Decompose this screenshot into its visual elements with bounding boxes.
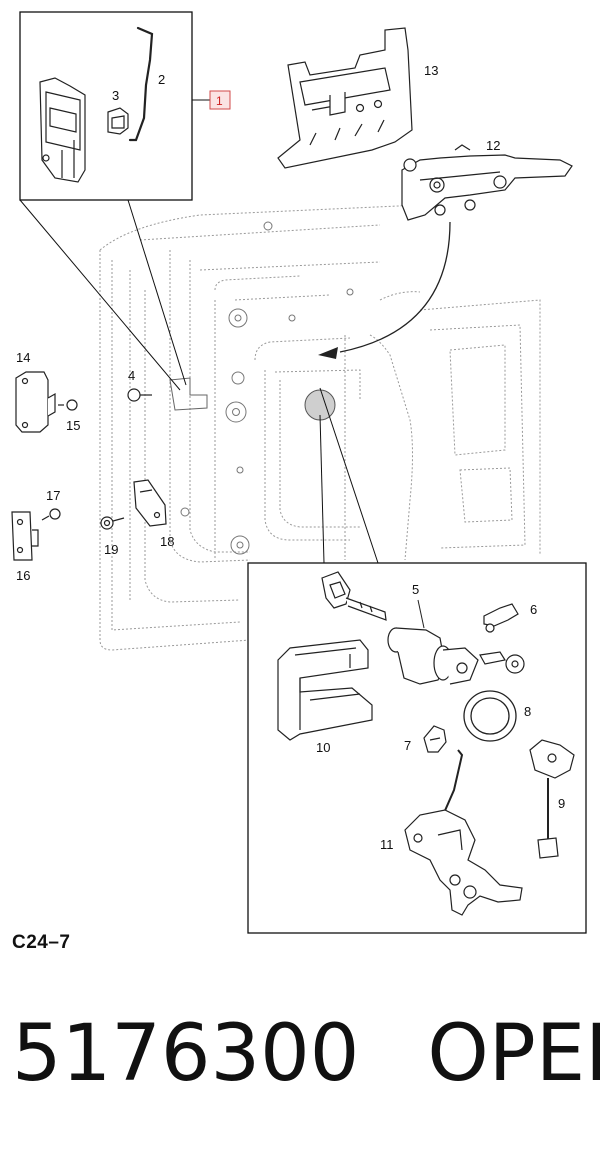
key-part xyxy=(321,571,387,621)
bracket-plate-part-13 xyxy=(277,27,413,169)
part-number: 5176300 xyxy=(12,1009,360,1099)
hinge-plate-part-16 xyxy=(11,511,39,561)
cylinder-housing-part-10 xyxy=(277,639,373,741)
callout-6: 6 xyxy=(530,602,537,617)
callout-14: 14 xyxy=(16,350,30,365)
brand-name: OPEL xyxy=(427,1009,600,1099)
bolt-part-19 xyxy=(100,516,125,530)
rod-part-2 xyxy=(128,26,154,142)
curved-arrow xyxy=(318,221,451,359)
rod-part-9 xyxy=(529,739,575,859)
bolt-part-17 xyxy=(41,508,61,521)
callout-18: 18 xyxy=(160,534,174,549)
lock-mechanism-part-11 xyxy=(404,749,523,916)
clip-part-3 xyxy=(107,107,129,135)
detail-box-latch xyxy=(19,11,210,391)
bolt-part-15 xyxy=(58,399,78,411)
clip-part-7 xyxy=(423,725,447,753)
callout-8: 8 xyxy=(524,704,531,719)
callout-12: 12 xyxy=(486,138,500,153)
screw-part-4 xyxy=(127,388,152,402)
door-latch-part xyxy=(39,77,86,183)
lever-part-6 xyxy=(483,603,519,633)
bracket-part-18 xyxy=(133,479,167,527)
callout-7: 7 xyxy=(404,738,411,753)
lever-mechanism-part-12 xyxy=(401,144,573,221)
callout-1: 1 xyxy=(216,94,223,108)
callout-1-box: 1 xyxy=(209,90,231,110)
callout-13: 13 xyxy=(424,63,438,78)
callout-15: 15 xyxy=(66,418,80,433)
door-lock-exploded-diagram: 2 3 1 13 12 14 15 xyxy=(11,11,587,934)
part-number-line: 5176300OPEL xyxy=(12,1015,600,1093)
callout-17: 17 xyxy=(46,488,60,503)
lock-cylinder-part xyxy=(387,627,525,685)
seal-ring-part-8 xyxy=(463,690,517,742)
door-panel-lock-bracket xyxy=(169,377,208,411)
door-panel-outline xyxy=(99,204,541,651)
callout-19: 19 xyxy=(104,542,118,557)
callout-3: 3 xyxy=(112,88,119,103)
callout-4: 4 xyxy=(128,368,135,383)
callout-2: 2 xyxy=(158,72,165,87)
callout-9: 9 xyxy=(558,796,565,811)
figure-code: C24–7 xyxy=(12,932,71,953)
hinge-plate-part-14 xyxy=(15,371,56,433)
callout-11: 11 xyxy=(380,837,394,852)
callout-5: 5 xyxy=(412,582,419,597)
detail-box-lock-cylinder xyxy=(247,387,587,934)
callout-10: 10 xyxy=(316,740,330,755)
callout-16: 16 xyxy=(16,568,30,583)
door-panel-holes xyxy=(180,221,354,555)
